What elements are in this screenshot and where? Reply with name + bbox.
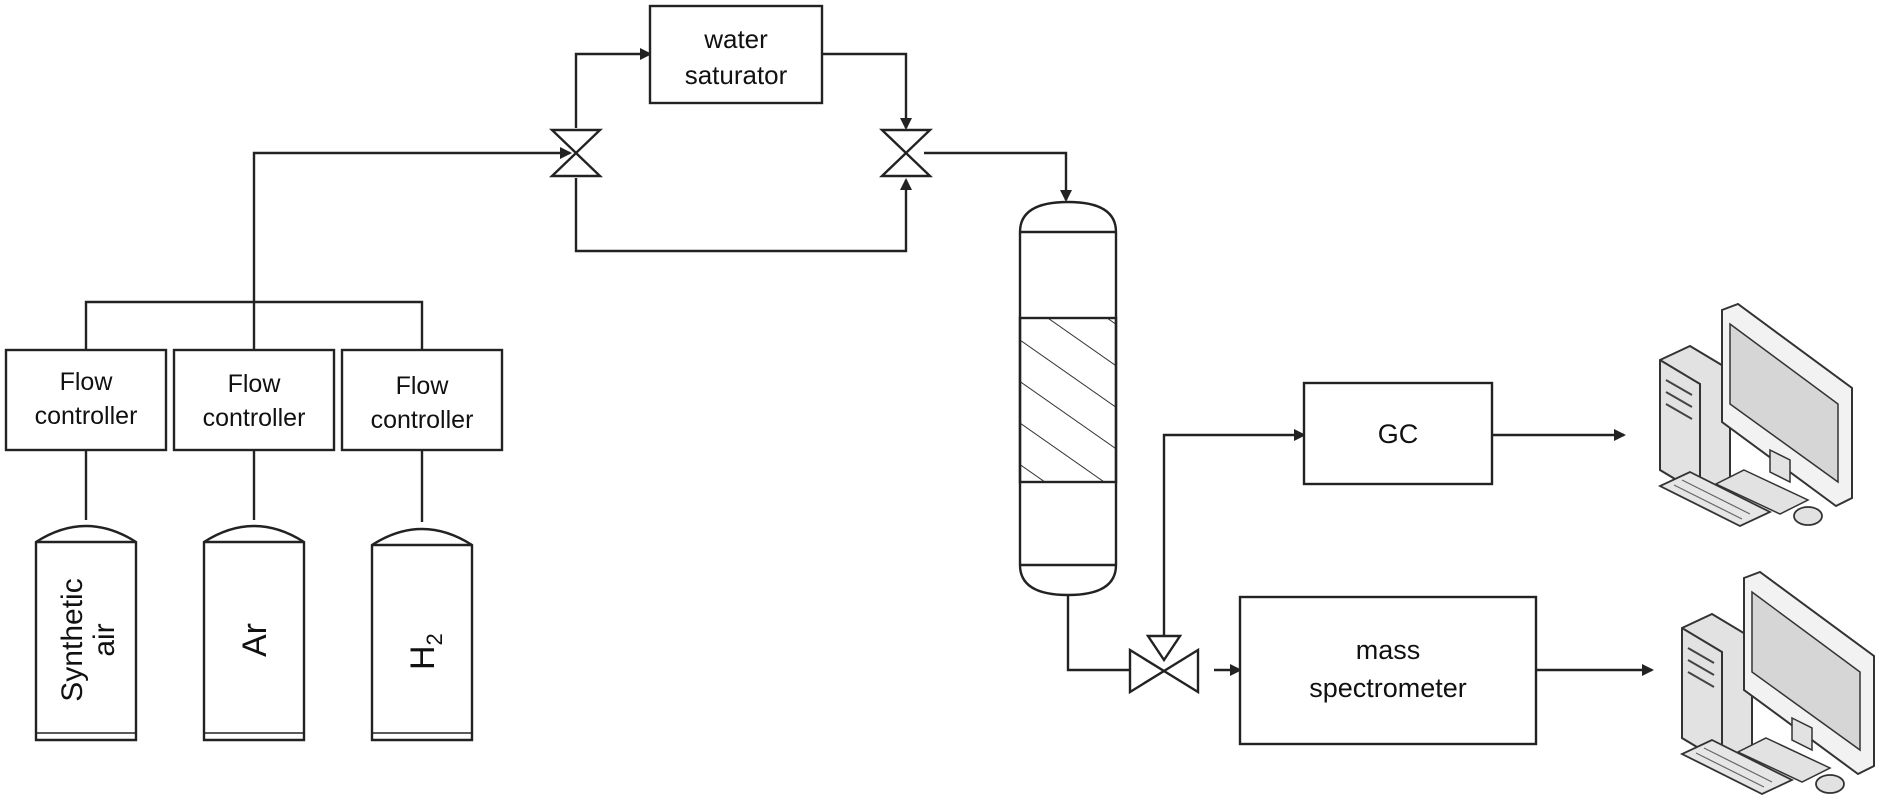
cylinder-ar: Ar — [202, 524, 306, 742]
saturator-line2: saturator — [685, 60, 788, 90]
saturator-lines — [574, 48, 1072, 253]
flow-controller-3: Flow controller — [340, 348, 504, 452]
flow-controller-1-line2: controller — [35, 402, 138, 430]
water-saturator: water saturator — [648, 4, 824, 105]
packed-bed-reactor-icon — [1018, 200, 1118, 597]
cylinder-h2: H2 — [370, 527, 474, 742]
flow-controller-2-line1: Flow — [228, 370, 282, 398]
flow-controller-3-line1: Flow — [396, 372, 450, 400]
analyzer-lines — [1066, 429, 1654, 676]
cylinder-h2-subscript: 2 — [422, 633, 447, 645]
ms-line1: mass — [1356, 635, 1421, 665]
flow-controller-2-line2: controller — [203, 404, 306, 432]
two-way-valve-icon — [549, 128, 603, 178]
three-way-valve-icon — [1128, 634, 1200, 695]
cylinder-air-label-line1: Synthetic — [56, 578, 89, 701]
cylinder-h2-label: H2 — [404, 633, 447, 670]
gc-label: GC — [1378, 419, 1419, 449]
flow-controller-3-line2: controller — [371, 406, 474, 434]
two-way-valve-icon — [879, 128, 933, 178]
gc-box: GC — [1302, 381, 1494, 486]
cylinder-h2-main: H — [404, 645, 442, 670]
manifold-lines — [84, 147, 572, 522]
ms-line2: spectrometer — [1309, 673, 1467, 703]
flow-controller-2: Flow controller — [172, 348, 336, 452]
desktop-computer-icon — [1679, 570, 1875, 795]
mass-spectrometer-box: mass spectrometer — [1238, 595, 1538, 746]
cylinder-ar-label: Ar — [236, 623, 274, 657]
cylinder-air-label-line2: air — [88, 623, 121, 656]
flow-controller-1-line1: Flow — [60, 368, 114, 396]
cylinder-synthetic-air: Synthetic air — [34, 524, 138, 742]
flow-controller-1: Flow controller — [4, 348, 168, 452]
desktop-computer-icon — [1657, 302, 1853, 527]
saturator-line1: water — [703, 24, 768, 54]
